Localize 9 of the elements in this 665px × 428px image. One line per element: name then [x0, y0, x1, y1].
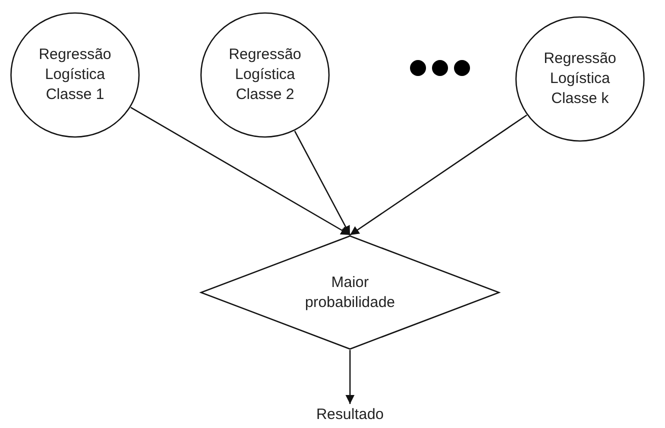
arrow	[345, 350, 355, 404]
result-label: Resultado	[315, 405, 385, 425]
node-label: Regressão Logística Classe k	[542, 49, 618, 109]
node-label: Regressão Logística Classe 2	[228, 45, 302, 105]
arrow	[130, 106, 350, 236]
node-label: Maior probabilidade	[304, 272, 396, 312]
arrow	[350, 114, 528, 236]
node-label: Regressão Logística Classe 1	[38, 45, 112, 105]
arrow	[294, 130, 351, 236]
